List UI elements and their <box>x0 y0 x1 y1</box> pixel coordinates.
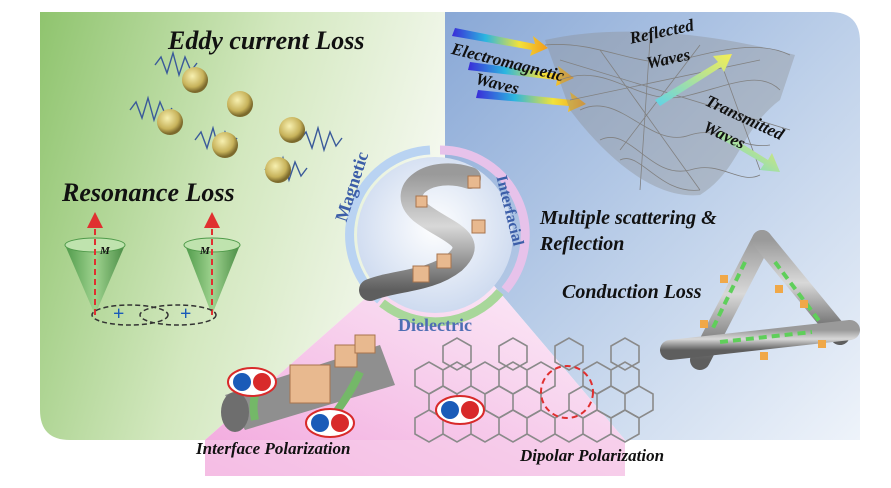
eddy-spheres <box>157 67 305 183</box>
dipole-pair-interface-2 <box>305 408 355 438</box>
reflected-arrow <box>655 54 732 106</box>
conduction-network <box>660 230 860 370</box>
reflection-label: Reflection <box>540 233 625 255</box>
ring-magnetic <box>345 145 431 304</box>
moment-label-left: M <box>100 245 110 257</box>
ring-interfacial <box>439 145 530 293</box>
center-cube <box>415 195 428 208</box>
green-panel <box>40 12 445 440</box>
plus-sign-right: + <box>180 303 192 325</box>
plus-sign-left: + <box>113 303 125 325</box>
dipolar-polarization-label: Dipolar Polarization <box>520 446 665 465</box>
precession-orbit-left <box>91 304 169 326</box>
ring-dielectric <box>379 289 504 327</box>
conduction-loss-label: Conduction Loss <box>562 281 702 303</box>
fiber-bundle-fill <box>545 31 795 196</box>
dipole-pair-lattice <box>435 395 485 425</box>
resonance-title: Resonance Loss <box>62 178 235 207</box>
pink-panel-lower <box>205 440 625 476</box>
dipole-pair-interface-1 <box>227 367 277 397</box>
center-cube <box>412 265 430 283</box>
center-cube <box>467 175 481 189</box>
interface-tube <box>221 334 395 432</box>
precession-orbit-right <box>139 304 217 326</box>
transmitted-arrow <box>716 130 780 172</box>
resonance-cone-left <box>64 212 126 315</box>
vacancy-defect-circle <box>540 365 594 419</box>
moment-label-right: M <box>200 245 210 257</box>
interface-polarization-label: Interface Polarization <box>196 439 351 458</box>
resonance-cone-right <box>183 212 241 315</box>
multiple-scattering-label: Multiple scattering & <box>540 207 717 229</box>
eddy-current-title: Eddy current Loss <box>168 26 365 55</box>
center-cube <box>471 219 486 234</box>
ring-label-dielectric: Dielectric <box>398 315 472 335</box>
center-cube <box>436 253 452 269</box>
incident-wave-arrows <box>452 28 586 112</box>
